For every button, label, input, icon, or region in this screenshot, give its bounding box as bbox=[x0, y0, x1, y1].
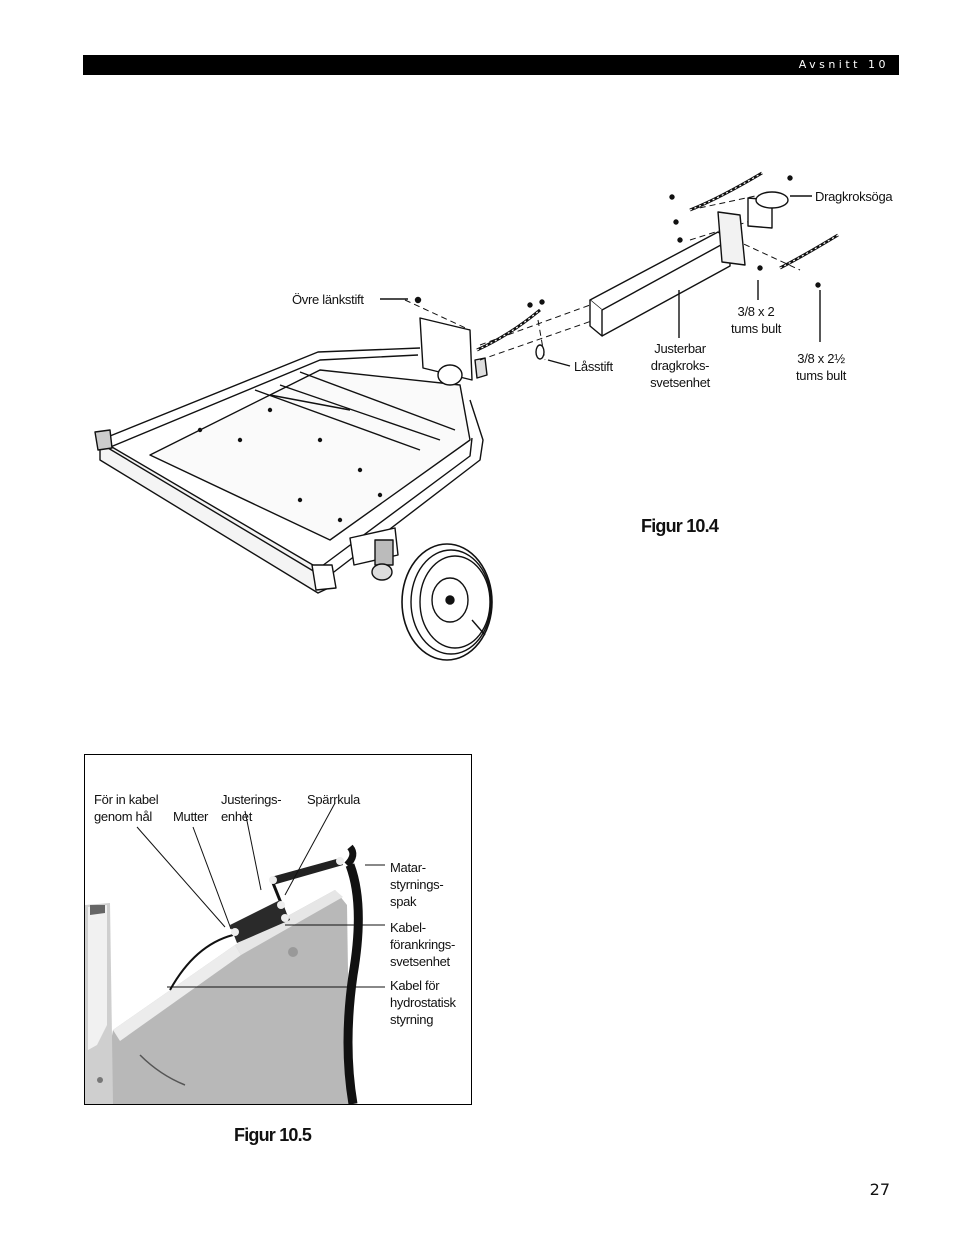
label-detent-ball: Spärrkula bbox=[307, 792, 360, 807]
section-header-bar: Avsnitt 10 bbox=[83, 55, 899, 75]
figure-10-4-caption: Figur 10.4 bbox=[641, 516, 719, 536]
label-adjust-unit: Justerings- enhet bbox=[221, 792, 282, 824]
figure-10-4-drawing bbox=[94, 171, 839, 661]
figure-10-5-illustration bbox=[85, 802, 385, 1104]
page-number: 27 bbox=[869, 1180, 890, 1199]
label-hydro-cable: Kabel för hydrostatisk styrning bbox=[390, 978, 456, 1027]
label-bolt-3-8-x-2-half: 3/8 x 2½ tums bult bbox=[795, 351, 847, 383]
label-nut: Mutter bbox=[173, 809, 209, 824]
label-upper-link-pin: Övre länkstift bbox=[292, 292, 364, 307]
label-adjustable-hitch: Justerbar dragkroks- svetsenhet bbox=[650, 341, 710, 390]
figure-10-5-photo: För in kabel genom hål Mutter Justerings… bbox=[84, 754, 472, 1105]
label-cable-anchor: Kabel- förankrings- svetsenhet bbox=[390, 920, 456, 969]
label-lock-pin: Låsstift bbox=[574, 359, 613, 374]
section-label: Avsnitt 10 bbox=[798, 58, 889, 71]
label-bolt-3-8-x-2: 3/8 x 2 tums bult bbox=[730, 304, 782, 336]
label-cable-hole: För in kabel genom hål bbox=[94, 792, 159, 824]
figure-10-5-caption: Figur 10.5 bbox=[234, 1125, 312, 1145]
label-hitch-eye: Dragkroksöga bbox=[815, 189, 893, 204]
label-feed-lever: Matar- styrnings- spak bbox=[390, 860, 444, 909]
